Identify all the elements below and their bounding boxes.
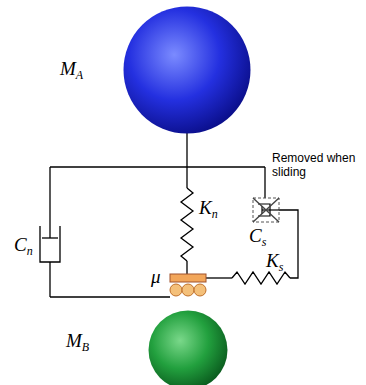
mass-body [124, 7, 251, 134]
friction-block [170, 274, 206, 282]
cross-mark [253, 198, 279, 222]
bottom-bar [50, 296, 170, 297]
spring-wire [186, 167, 187, 188]
annotation-note: Removed when sliding [272, 151, 360, 180]
dashed-box [253, 198, 279, 222]
roller [170, 284, 182, 296]
mass-label: MA [60, 58, 83, 82]
removed-damper [253, 198, 279, 222]
component-symbol: Cn [14, 234, 33, 258]
top-bar [50, 166, 265, 167]
friction-symbol: μ [151, 266, 161, 290]
spring-wire [186, 261, 187, 274]
circle-outline [148, 310, 228, 385]
rollers [170, 284, 206, 296]
wires [40, 133, 298, 297]
damper-wire [264, 167, 265, 198]
damper-cylinder [40, 226, 60, 262]
damper-wire [49, 262, 50, 297]
circle-outline [123, 6, 251, 134]
mass-circle: MA [123, 6, 251, 134]
spring-wire [206, 277, 232, 278]
spring-symbol [181, 188, 193, 261]
roller [182, 284, 194, 296]
mass-label: MB [66, 330, 89, 354]
damper-piston [42, 237, 58, 238]
component-symbol: Ks [266, 250, 283, 274]
component-symbol: Kn [199, 197, 218, 221]
damper-rod [49, 167, 50, 238]
component-symbol: Cs [249, 225, 266, 249]
mass-circle: MB [148, 310, 228, 385]
cross-mark [253, 198, 279, 222]
roller [194, 284, 206, 296]
rod [186, 133, 187, 167]
mass-body [149, 311, 228, 385]
